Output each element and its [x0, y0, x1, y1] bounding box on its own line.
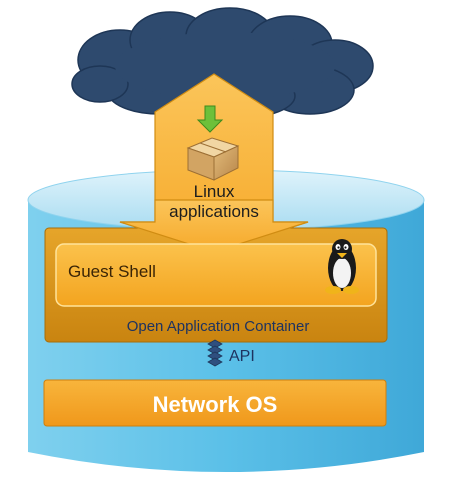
guest-shell-label: Guest Shell	[68, 262, 156, 281]
container-label: Open Application Container	[126, 318, 310, 335]
down-arrow-head	[119, 199, 309, 253]
network-os-label: Network OS	[152, 392, 278, 417]
guest-shell-box	[55, 243, 377, 307]
package-download-icon	[186, 105, 240, 181]
api-stack-icon	[207, 339, 223, 367]
api-label: API	[229, 348, 255, 365]
arrow-label-line2: applications	[169, 202, 259, 221]
arrow-label-line1: Linux	[193, 182, 235, 201]
network-os-box	[43, 379, 387, 427]
linux-penguin-icon	[325, 239, 359, 294]
